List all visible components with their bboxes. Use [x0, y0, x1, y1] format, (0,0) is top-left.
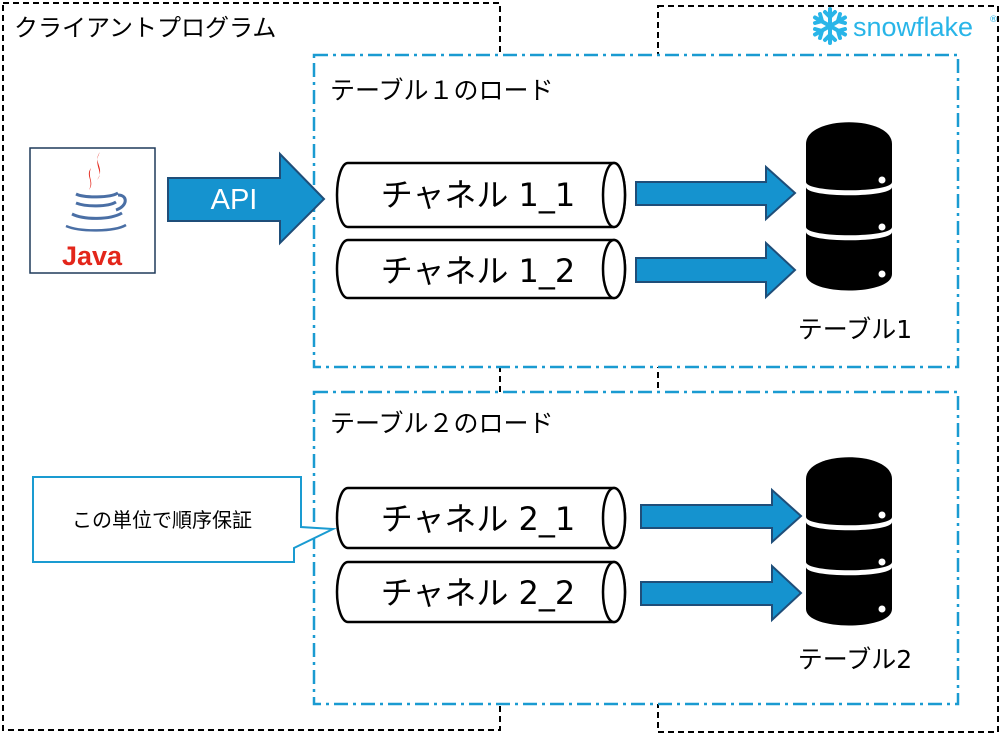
database-icon: [806, 122, 892, 291]
channel-pipe: チャネル 1_2: [335, 238, 627, 300]
table2-load-title: テーブル２のロード: [330, 409, 554, 438]
java-logo: Java: [29, 147, 156, 274]
table1-label: テーブル1: [798, 315, 912, 344]
snowflake-logo: snowflake ®: [813, 7, 998, 45]
channel-label: チャネル 1_1: [381, 176, 576, 214]
ordering-callout: この単位で順序保証: [32, 476, 337, 563]
channel-label: チャネル 2_1: [381, 500, 576, 538]
channel-label: チャネル 1_2: [381, 252, 576, 290]
snowflake-icon: [813, 7, 847, 45]
channel-pipe: チャネル 1_1: [335, 161, 627, 229]
database-icon: [806, 457, 892, 626]
channel-pipe: チャネル 2_1: [335, 486, 627, 550]
client-program-title: クライアントプログラム: [14, 14, 276, 42]
channel-pipe: チャネル 2_2: [335, 560, 627, 624]
table2-label: テーブル2: [798, 645, 912, 674]
snowflake-logo-text: snowflake: [853, 12, 973, 42]
snowflake-boundary: [657, 5, 999, 733]
channel-to-table-arrow: [640, 563, 803, 623]
callout-text: この単位で順序保証: [72, 508, 252, 532]
channel-to-table-arrow: [635, 240, 797, 300]
api-arrow: API: [167, 151, 326, 246]
java-cup-icon: [65, 152, 127, 232]
api-label: API: [211, 184, 258, 216]
java-logo-text: Java: [62, 241, 123, 271]
snowflake-registered-mark: ®: [989, 15, 998, 25]
channel-to-table-arrow: [635, 164, 797, 222]
channel-label: チャネル 2_2: [381, 574, 576, 612]
table1-load-title: テーブル１のロード: [330, 76, 554, 105]
channel-to-table-arrow: [640, 487, 803, 545]
